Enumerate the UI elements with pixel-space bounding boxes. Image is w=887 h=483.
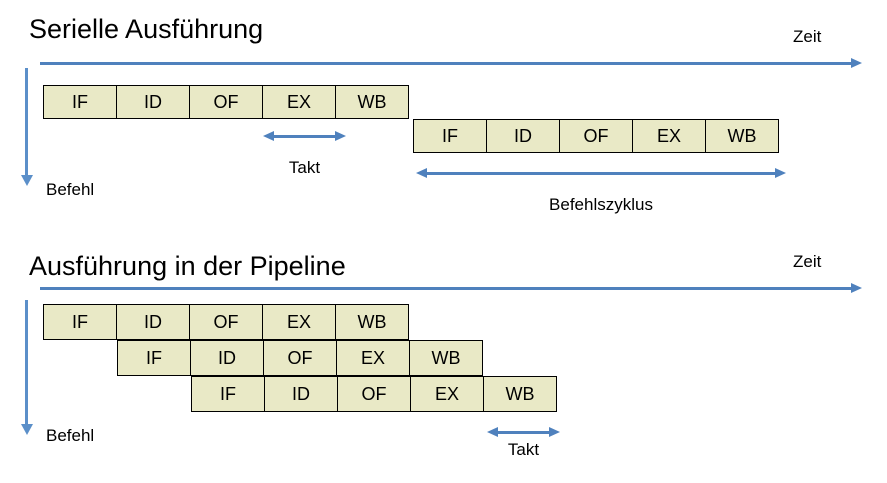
pipeline-instruction-axis — [20, 300, 33, 435]
stage-box: IF — [43, 304, 117, 340]
stage-box: WB — [335, 304, 409, 340]
pipeline-instruction-row-2: IF ID OF EX WB — [117, 340, 483, 376]
pipeline-takt-measure-arrow — [487, 427, 560, 437]
stage-box: OF — [189, 304, 263, 340]
stage-box: ID — [116, 85, 190, 119]
serial-befehlszyklus-measure-arrow — [416, 168, 786, 178]
arrow-head-right-icon — [851, 58, 862, 68]
stage-box: EX — [410, 376, 484, 412]
serial-time-axis-label: Zeit — [793, 27, 822, 46]
pipeline-time-axis — [40, 283, 862, 293]
serial-time-axis — [40, 58, 862, 68]
pipeline-section-title: Ausführung in der Pipeline — [29, 251, 346, 281]
stage-box: EX — [632, 119, 706, 153]
arrow-head-right-icon — [549, 427, 560, 437]
arrow-head-left-icon — [487, 427, 498, 437]
pipeline-instruction-axis-label: Befehl — [46, 426, 95, 445]
serial-instruction-axis — [20, 68, 33, 186]
stage-box: WB — [335, 85, 409, 119]
stage-box: OF — [263, 340, 337, 376]
serial-befehlszyklus-label: Befehlszyklus — [549, 195, 653, 214]
arrow-head-left-icon — [263, 131, 274, 141]
stage-box: WB — [409, 340, 483, 376]
stage-box: OF — [559, 119, 633, 153]
stage-box: ID — [190, 340, 264, 376]
stage-box: ID — [264, 376, 338, 412]
stage-box: IF — [43, 85, 117, 119]
stage-box: EX — [262, 304, 336, 340]
pipeline-time-axis-label: Zeit — [793, 252, 822, 271]
stage-box: WB — [483, 376, 557, 412]
stage-box: ID — [116, 304, 190, 340]
stage-box: EX — [262, 85, 336, 119]
arrow-head-down-icon — [20, 424, 33, 435]
stage-box: OF — [189, 85, 263, 119]
serial-instruction-axis-label: Befehl — [46, 180, 95, 199]
pipeline-instruction-row-1: IF ID OF EX WB — [43, 304, 409, 340]
stage-box: EX — [336, 340, 410, 376]
stage-box: WB — [705, 119, 779, 153]
stage-box: ID — [486, 119, 560, 153]
serial-takt-measure-arrow — [263, 131, 346, 141]
arrow-head-right-icon — [851, 283, 862, 293]
stage-box: IF — [191, 376, 265, 412]
pipeline-instruction-row-3: IF ID OF EX WB — [191, 376, 557, 412]
serial-section-title: Serielle Ausführung — [29, 14, 264, 44]
stage-box: IF — [413, 119, 487, 153]
serial-instruction-row-1: IF ID OF EX WB — [43, 85, 409, 119]
serial-instruction-row-2: IF ID OF EX WB — [413, 119, 779, 153]
arrow-head-down-icon — [20, 175, 33, 186]
arrow-head-left-icon — [416, 168, 427, 178]
serial-takt-label: Takt — [288, 158, 321, 177]
arrow-head-right-icon — [335, 131, 346, 141]
stage-box: OF — [337, 376, 411, 412]
stage-box: IF — [117, 340, 191, 376]
pipeline-takt-label: Takt — [507, 440, 540, 459]
arrow-head-right-icon — [775, 168, 786, 178]
